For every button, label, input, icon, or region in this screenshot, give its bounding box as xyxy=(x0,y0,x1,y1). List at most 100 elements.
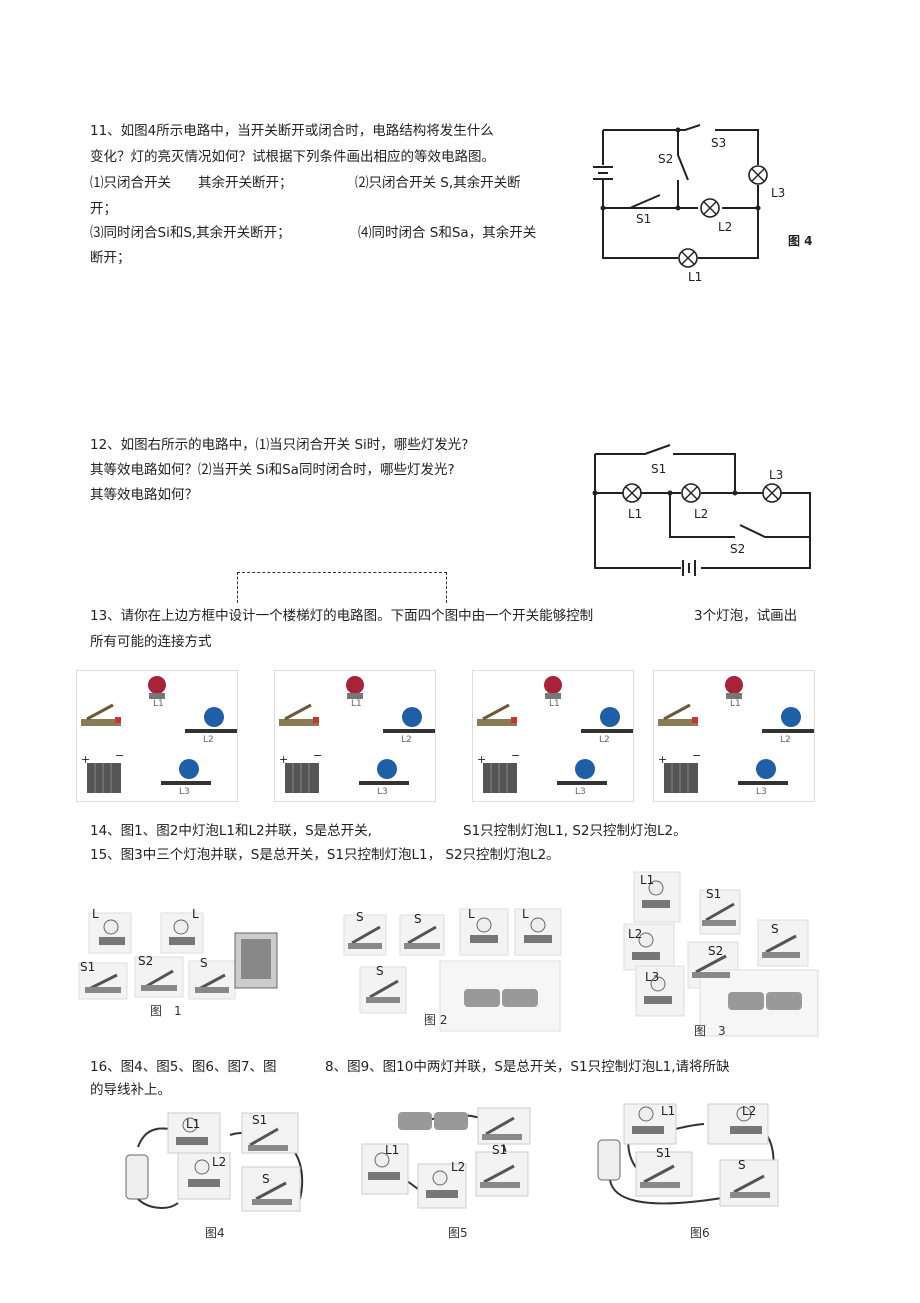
q11-line1: 11、如图4所示电路中，当开关断开或闭合时，电路结构将发生什么 xyxy=(90,123,494,139)
figb6-label-l1: L1 xyxy=(661,1104,676,1118)
fig4-caption: 图 4 xyxy=(788,234,813,248)
blue-bulb-icon-l2 xyxy=(581,707,633,733)
red-bulb-icon xyxy=(544,676,562,699)
switch-icon xyxy=(81,703,121,726)
q13-line1b: 3个灯泡，试画出 xyxy=(694,608,798,624)
q13-panel-label-l1: L1 xyxy=(549,699,560,709)
q15-line: 15、图3中三个灯泡并联，S是总开关，S1只控制灯泡L1， S2只控制灯泡L2。 xyxy=(90,847,560,863)
fig4-label-l3: L3 xyxy=(771,186,786,200)
figb6-label-s: S xyxy=(738,1158,746,1172)
q14-line-b: S1只控制灯泡L1, S2只控制灯泡L2。 xyxy=(463,823,687,839)
figure-6-wiring xyxy=(597,1103,779,1207)
figure-5-wiring xyxy=(361,1107,531,1209)
switch-icon xyxy=(477,703,517,726)
svg-text:−: − xyxy=(692,749,701,762)
blue-bulb-icon-l2 xyxy=(762,707,814,733)
q11-line4: 开； xyxy=(90,201,117,217)
figb5-label-l2: L2 xyxy=(451,1160,466,1174)
blue-bulb-icon-l3 xyxy=(738,759,788,785)
svg-text:−: − xyxy=(115,749,124,762)
q11-line3a: ⑴只闭合开关 其余开关断开； xyxy=(90,175,293,191)
q12-label-l3: L3 xyxy=(769,468,784,482)
q16-line1a: 16、图4、图5、图6、图7、图 xyxy=(90,1059,277,1075)
fig2-label-l-left: L xyxy=(468,907,475,921)
blue-bulb-icon-l3 xyxy=(359,759,409,785)
fig1-label-s2: S2 xyxy=(138,954,154,968)
q13-panel-label-l3: L3 xyxy=(179,787,190,797)
q13-line2: 所有可能的连接方式 xyxy=(90,634,212,650)
q11-line6: 断开； xyxy=(90,250,131,266)
q12-label-l1: L1 xyxy=(628,507,643,521)
figure-3-components xyxy=(623,871,819,1037)
figb4-label-s: S xyxy=(262,1172,270,1186)
q11-line2: 变化？灯的亮灭情况如何？试根据下列条件画出相应的等效电路图。 xyxy=(90,149,495,165)
q13-panel-label-l1: L1 xyxy=(730,699,741,709)
q12-line3: 其等效电路如何？ xyxy=(90,487,198,503)
fig1-label-l-right: L xyxy=(192,907,199,921)
fig3-caption: 图 3 xyxy=(694,1024,726,1038)
figure-4-circuit xyxy=(593,124,768,268)
q16-line1b: 8、图9、图10中两灯并联，S是总开关，S1只控制灯泡L1,请将所缺 xyxy=(325,1059,730,1075)
q13-panel-label-l2: L2 xyxy=(203,735,214,745)
fig3-label-s2: S2 xyxy=(708,944,724,958)
figb6-label-l2: L2 xyxy=(742,1104,757,1118)
fig1-caption: 图 1 xyxy=(150,1004,182,1018)
q14-line-a: 14、图1、图2中灯泡L1和L2并联，S是总开关, xyxy=(90,823,372,839)
fig1-label-l-left: L xyxy=(92,907,99,921)
battery-icon: +− xyxy=(81,749,124,793)
design-dashed-box[interactable] xyxy=(237,572,447,603)
q16-line2: 的导线补上。 xyxy=(90,1082,171,1098)
switch-icon xyxy=(279,703,319,726)
fig4-label-s1: S1 xyxy=(636,212,652,226)
red-bulb-icon xyxy=(346,676,364,699)
svg-text:+: + xyxy=(279,753,288,766)
q13-panel-label-l2: L2 xyxy=(780,735,791,745)
fig4-label-l1: L1 xyxy=(688,270,703,284)
q12-circuit xyxy=(592,444,811,576)
q13-panel-label-l2: L2 xyxy=(401,735,412,745)
svg-text:−: − xyxy=(313,749,322,762)
switch-icon xyxy=(658,703,698,726)
battery-icon: +− xyxy=(477,749,520,793)
q12-label-s1: S1 xyxy=(651,462,667,476)
fig1-label-s: S xyxy=(200,956,208,970)
q13-panel-label-l1: L1 xyxy=(351,699,362,709)
figb4-caption: 图4 xyxy=(205,1226,225,1240)
fig2-label-s-bottom: S xyxy=(376,964,384,978)
fig2-label-l-right: L xyxy=(522,907,529,921)
q13-panel-label-l3: L3 xyxy=(575,787,586,797)
q13-panel-label-l3: L3 xyxy=(377,787,388,797)
q13-panel-label-l2: L2 xyxy=(599,735,610,745)
figb5-caption: 图5 xyxy=(448,1226,468,1240)
figb5-label-s1: S1 xyxy=(492,1143,508,1157)
figb4-label-l1: L1 xyxy=(186,1117,201,1131)
fig3-label-s1: S1 xyxy=(706,887,722,901)
fig3-label-s: S xyxy=(771,922,779,936)
svg-text:+: + xyxy=(81,753,90,766)
fig3-label-l3: L3 xyxy=(645,970,660,984)
red-bulb-icon xyxy=(725,676,743,699)
q11-line5a: ⑶同时闭合Si和S,其余开关断开； xyxy=(90,225,291,241)
blue-bulb-icon-l3 xyxy=(557,759,607,785)
fig3-label-l1: L1 xyxy=(640,873,655,887)
q11-line3b: ⑵只闭合开关 S,其余开关断 xyxy=(355,175,521,191)
svg-text:−: − xyxy=(511,749,520,762)
figb6-label-s1: S1 xyxy=(656,1146,672,1160)
battery-icon: +− xyxy=(279,749,322,793)
q13-line1a: 13、请你在上边方框中设计一个楼梯灯的电路图。下面四个图中由一个开关能够控制 xyxy=(90,608,594,624)
svg-text:+: + xyxy=(477,753,486,766)
fig2-label-s-left: S xyxy=(356,910,364,924)
fig3-label-l2: L2 xyxy=(628,927,643,941)
figure-4-wiring xyxy=(125,1112,304,1212)
fig4-label-s3: S3 xyxy=(711,136,727,150)
figb4-label-l2: L2 xyxy=(212,1155,227,1169)
figure-2-components xyxy=(343,908,562,1032)
figb6-caption: 图6 xyxy=(690,1226,710,1240)
figb5-label-l1: L1 xyxy=(385,1143,400,1157)
svg-text:+: + xyxy=(658,753,667,766)
red-bulb-icon xyxy=(148,676,166,699)
